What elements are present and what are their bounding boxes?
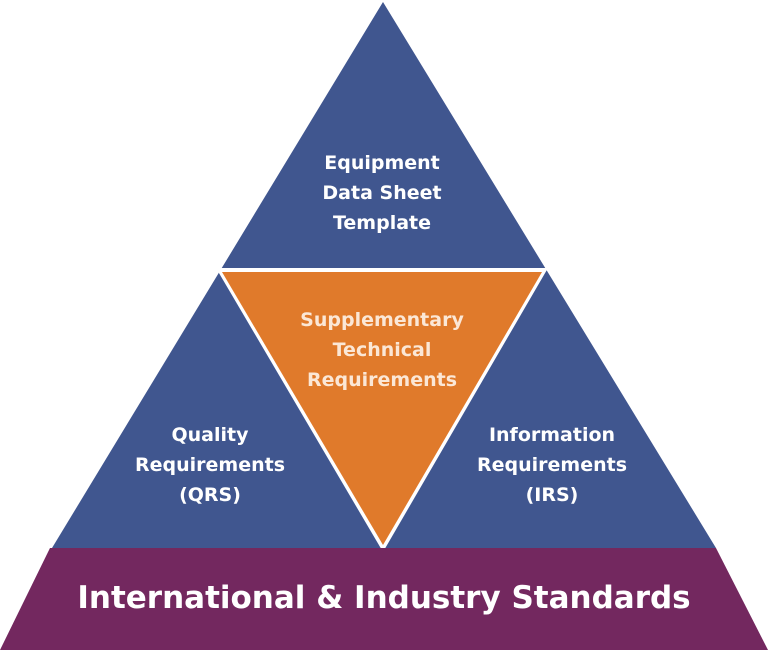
center-line-1: Supplementary — [300, 309, 464, 331]
center-line-3: Requirements — [306, 369, 457, 391]
base-text: International & Industry Standards — [77, 580, 691, 616]
right-line-3: (IRS) — [525, 484, 579, 506]
pyramid-base — [0, 548, 768, 650]
center-triangle — [222, 272, 542, 545]
top-line-2: Data Sheet — [322, 182, 442, 204]
right-line-1: Information — [488, 424, 616, 446]
center-line-2: Technical — [332, 339, 432, 361]
top-line-3: Template — [332, 212, 432, 234]
left-line-2: Requirements — [134, 454, 285, 476]
left-line-3: (QRS) — [179, 484, 241, 506]
standards-label: International & Industry Standards — [0, 570, 768, 626]
top-line-1: Equipment — [324, 152, 440, 174]
supplementary-requirements-label: Supplementary Technical Requirements — [262, 305, 502, 395]
quality-requirements-label: Quality Requirements (QRS) — [115, 420, 305, 510]
information-requirements-label: Information Requirements (IRS) — [452, 420, 652, 510]
equipment-data-sheet-label: Equipment Data Sheet Template — [282, 148, 482, 238]
right-line-2: Requirements — [476, 454, 627, 476]
left-line-1: Quality — [171, 424, 249, 446]
